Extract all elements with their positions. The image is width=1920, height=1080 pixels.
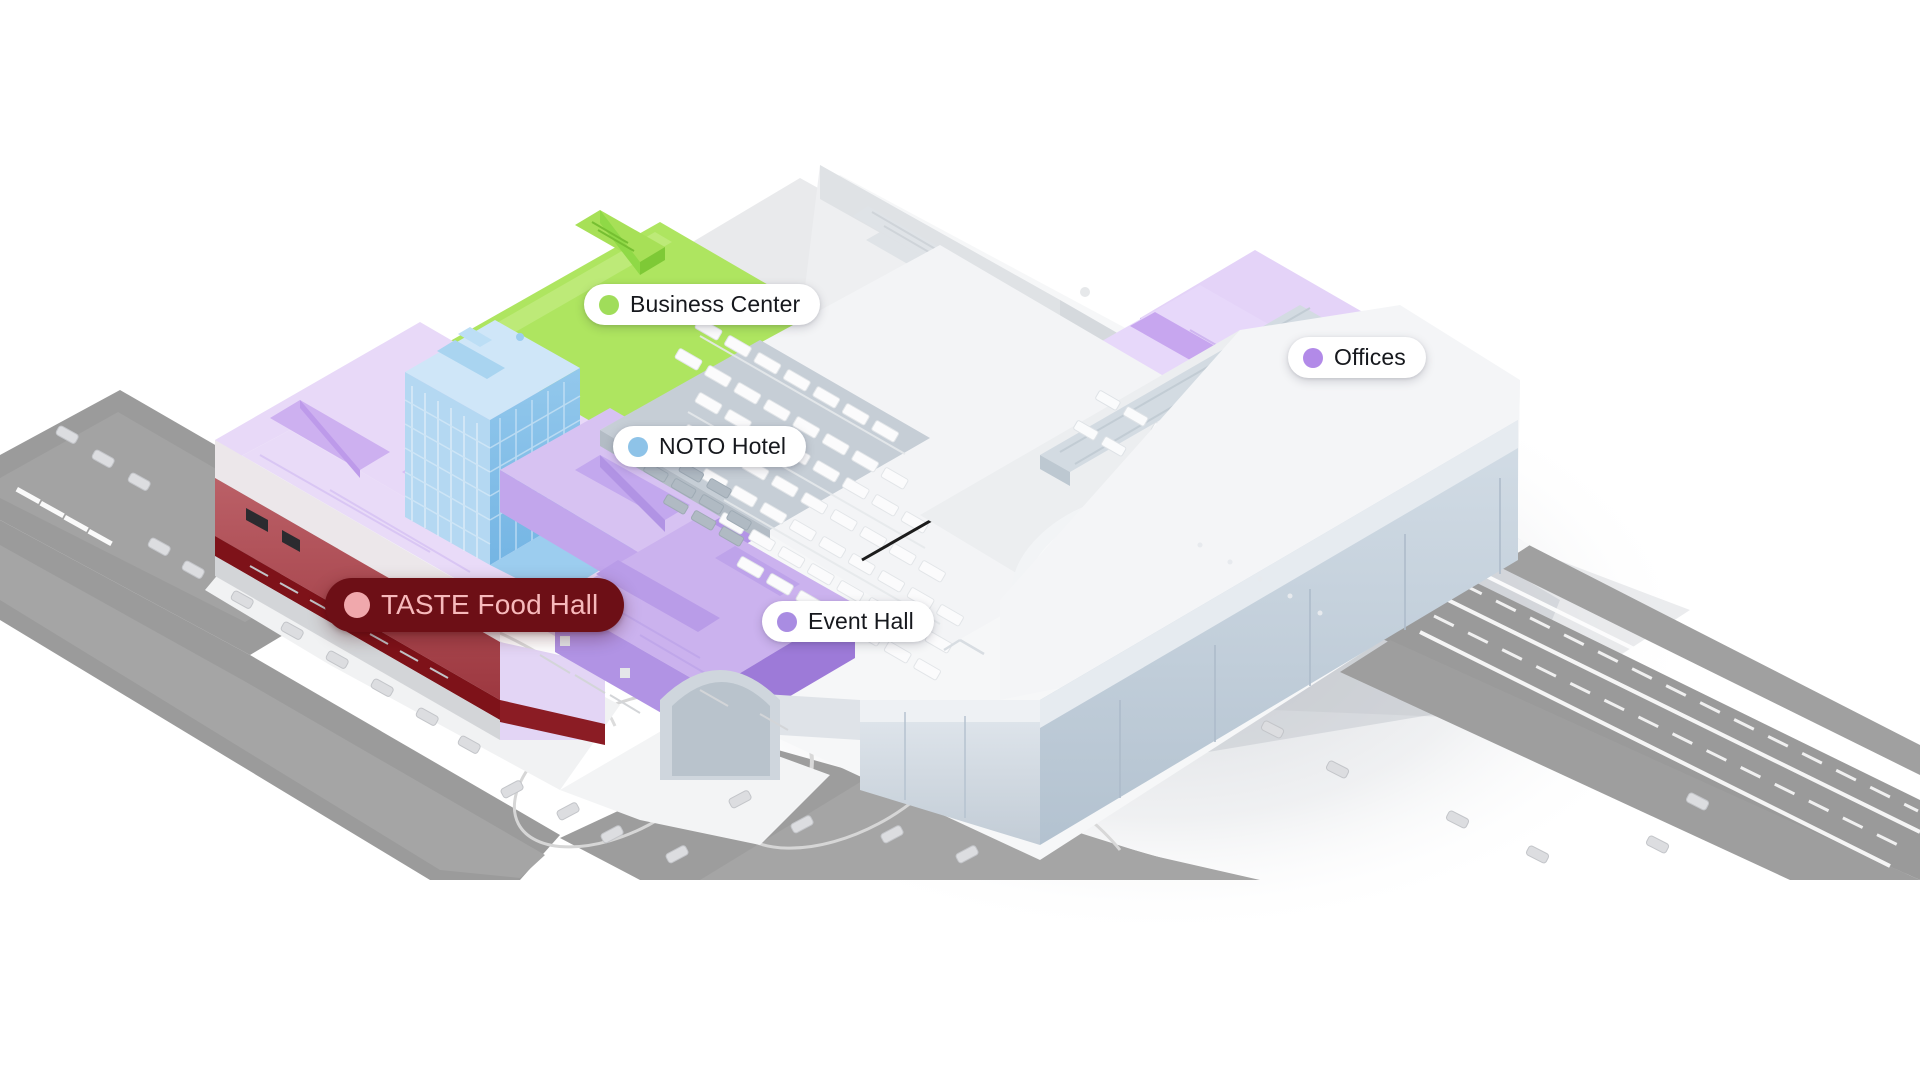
legend-dot-offices [1303,347,1323,368]
label-event-hall[interactable]: Event Hall [762,601,934,642]
road-cars [55,425,1710,864]
label-text-offices: Offices [1334,344,1406,370]
legend-dot-noto-hotel [628,436,648,457]
legend-dot-event-hall [777,611,797,632]
label-text-taste-food-hall: TASTE Food Hall [381,589,599,620]
site-furniture [539,636,789,731]
legend-dot-business-center [599,294,619,315]
label-noto-hotel[interactable]: NOTO Hotel [613,426,807,467]
label-text-noto-hotel: NOTO Hotel [659,433,787,459]
label-business-center[interactable]: Business Center [584,284,821,325]
label-taste-food-hall[interactable]: TASTE Food Hall [325,578,625,632]
mall-main-box [660,305,1520,845]
label-text-business-center: Business Center [630,291,801,317]
legend-dot-taste-food-hall [344,592,370,618]
label-text-event-hall: Event Hall [808,608,914,634]
label-offices[interactable]: Offices [1288,337,1426,378]
